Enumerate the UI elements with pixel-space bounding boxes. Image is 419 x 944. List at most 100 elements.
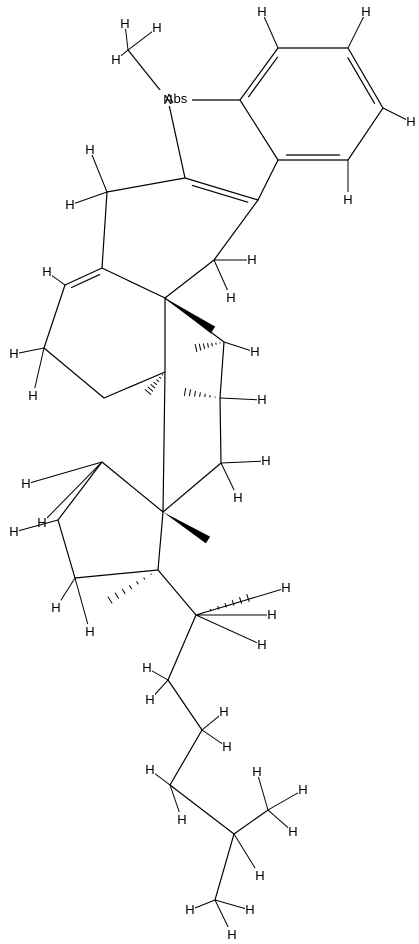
hydrogen-atom-label: H	[177, 812, 186, 827]
bond-Cd-C4	[164, 259, 215, 299]
hydrogen-atom-label: H	[219, 704, 228, 719]
hydrogen-atom-label: H	[233, 490, 242, 505]
h-bond-22	[13, 519, 59, 533]
bond-C8a-C8	[239, 47, 279, 101]
hash-bond-c8-h	[144, 374, 164, 395]
hydrogen-atom-label: H	[226, 290, 235, 305]
hydrogen-atom-label: H	[65, 197, 74, 212]
bond-Cc-Ce	[64, 267, 103, 286]
hydrogen-atom-label: H	[42, 264, 51, 279]
hydrogen-atom-label: H	[145, 762, 154, 777]
bond-C16-C13	[162, 462, 222, 513]
double-bond-C7-C6	[347, 57, 376, 104]
bond-C4a-C8a	[239, 99, 279, 161]
h-bond-4	[347, 11, 367, 49]
hydrogen-atom-label: H	[298, 782, 307, 797]
hydrogen-atom-label: H	[257, 392, 266, 407]
hydrogen-atom-label: H	[185, 902, 194, 917]
bond-C2-Cb	[106, 177, 186, 193]
hydrogen-atom-label: H	[261, 453, 270, 468]
bond-C4b-Cd	[213, 199, 259, 261]
double-bond-C2-C4b	[191, 184, 249, 203]
hydrogen-atom-label: H	[361, 4, 370, 19]
hydrogen-atom-label: H	[120, 16, 129, 31]
h-bond-38	[195, 587, 287, 616]
hash-bond-c9	[194, 342, 221, 353]
hydrogen-atom-label: H	[51, 600, 60, 615]
hydrogen-atom-label: H	[227, 927, 236, 942]
h-bond-32	[256, 771, 269, 811]
hydrogen-atom-label: H	[85, 142, 94, 157]
abs-stereo-label: Abs	[165, 91, 188, 106]
h-bond-8	[69, 191, 108, 206]
hydrogen-atom-label: H	[247, 252, 256, 267]
hash-bond-c17-h	[107, 573, 152, 604]
hydrogen-atom-label: H	[222, 739, 231, 754]
hydrogen-atom-label: H	[111, 52, 120, 67]
bond-C4b-C2	[184, 177, 259, 201]
h-bond-30	[267, 789, 304, 811]
hydrogen-atom-label: H	[257, 4, 266, 19]
h-bond-35	[214, 899, 251, 911]
hydrogen-atom-label: H	[281, 580, 290, 595]
hydrogen-atom-label: H	[250, 344, 259, 359]
bond-Cb-Cc	[101, 191, 108, 269]
bond-C25-C27	[214, 833, 235, 901]
h-bond-37	[195, 614, 263, 646]
bond-C15-C16	[219, 397, 222, 464]
bond-C2-N	[167, 99, 186, 179]
h-bond-14	[223, 341, 256, 353]
h-bond-19	[41, 461, 103, 524]
h-bond-16	[220, 460, 267, 464]
hydrogen-atom-label: H	[21, 476, 30, 491]
hydrogen-atom-label: H	[145, 692, 154, 707]
hydrogen-atom-label: H	[257, 637, 266, 652]
bond-C6-C5	[347, 107, 384, 161]
h-bond-3	[261, 11, 279, 49]
hydrogen-atom-label: H	[343, 192, 352, 207]
bond-C24-C25	[169, 784, 235, 835]
bond-C5r-C8r	[103, 371, 166, 399]
methyl-wedge-c13	[163, 512, 211, 544]
bond-C8r-C13	[162, 371, 166, 513]
hydrogen-atom-label: H	[9, 524, 18, 539]
hydrogen-atom-label: H	[85, 624, 94, 639]
bond-C12-Ch	[57, 461, 103, 521]
hydrogen-atom-label: H	[28, 388, 37, 403]
bond-C22-C23	[167, 679, 203, 731]
hydrogen-atom-label: H	[267, 607, 276, 622]
bond-C17-C13	[157, 511, 164, 571]
bond-C20-C22	[167, 614, 197, 681]
hydrogen-atom-label: H	[255, 868, 264, 883]
hydrogen-atom-label: H	[152, 20, 161, 35]
bond-C13-C12	[101, 461, 164, 513]
bond-C7-C6	[347, 47, 384, 109]
hydrogen-atom-label: H	[245, 902, 254, 917]
bond-Ce-Cf	[43, 284, 66, 349]
h-bond-15	[219, 397, 263, 401]
double-bond-C8a-C8	[247, 56, 279, 98]
hydrogen-atom-label: H	[9, 346, 18, 361]
bond-Cg-C17	[74, 569, 159, 579]
bond-Cf-C5r	[43, 347, 105, 399]
hydrogen-atom-label: H	[37, 515, 46, 530]
bond-C14-C15	[219, 341, 225, 399]
nitrogen-atom-label: N	[163, 92, 172, 107]
bond-Ch-Cg	[57, 519, 76, 579]
bond-C4a-C4b	[257, 159, 279, 201]
bond-C17-C20	[157, 569, 197, 616]
bond-C25-C26	[233, 809, 269, 835]
h-bond-7	[89, 149, 108, 193]
h-bond-21	[74, 577, 91, 633]
hydrogen-atom-label: H	[252, 764, 261, 779]
hydrogen-atom-label: H	[288, 824, 297, 839]
bond-Cc-C4	[101, 267, 166, 299]
bond-C23-C24	[169, 729, 203, 786]
hydrogen-atom-label: H	[142, 660, 151, 675]
double-bond-Cc-Ce	[70, 273, 101, 289]
hydrogen-atom-label: H	[406, 114, 415, 129]
h-bond-18	[25, 461, 103, 485]
methyl-wedge-c10	[165, 298, 216, 334]
hash-bond-c14-h	[183, 387, 216, 398]
